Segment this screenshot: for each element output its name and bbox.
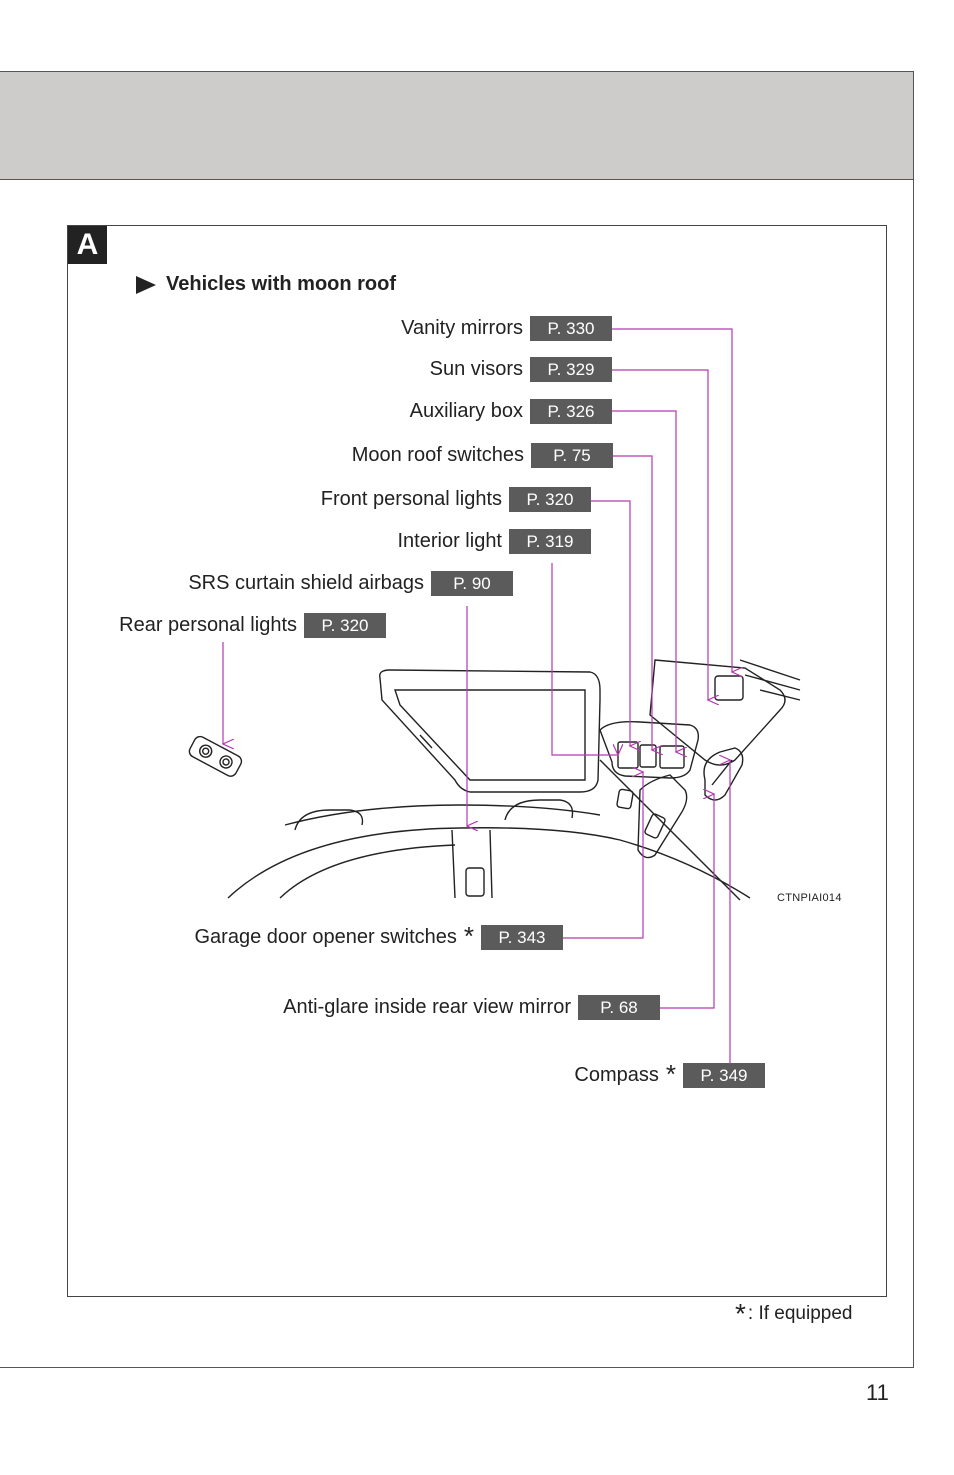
callout-rear-personal-lights: Rear personal lights P. 320 [90, 613, 386, 638]
if-equipped-asterisk: * [665, 1058, 676, 1089]
diagram-code: CTNPIAI014 [777, 892, 842, 904]
callout-label: Moon roof switches [351, 444, 524, 466]
page-ref-link[interactable]: P. 330 [530, 316, 612, 341]
play-triangle-icon [136, 275, 156, 294]
leader-lines [223, 328, 732, 1064]
page-number: 11 [866, 1380, 889, 1405]
page-ref-link[interactable]: P. 343 [481, 925, 563, 950]
illustration-frame [67, 225, 887, 1297]
callout-srs-curtain-shield-airbags: SRS curtain shield airbags P. 90 [120, 571, 513, 596]
page-ref-link[interactable]: P. 320 [509, 487, 591, 512]
callout-compass: Compass * P. 349 [500, 1058, 765, 1089]
callout-label: SRS curtain shield airbags [188, 572, 424, 594]
callout-label: Rear personal lights [119, 614, 297, 636]
vehicle-roof-drawing [188, 659, 801, 901]
page-ref-link[interactable]: P. 329 [530, 357, 612, 382]
callout-label: Interior light [397, 530, 503, 552]
subheading: Vehicles with moon roof [136, 273, 396, 296]
callout-label: Compass [574, 1064, 659, 1086]
if-equipped-asterisk: * [463, 920, 474, 951]
callout-anti-glare-mirror: Anti-glare inside rear view mirror P. 68 [230, 995, 660, 1020]
page-ref-link[interactable]: P. 320 [304, 613, 386, 638]
section-badge: A [68, 226, 107, 264]
chapter-header-band [0, 71, 914, 180]
page-border-bottom [0, 1367, 914, 1368]
footnote-text: : If equipped [747, 1303, 853, 1324]
callout-label: Vanity mirrors [401, 317, 523, 339]
page-ref-link[interactable]: P. 349 [683, 1063, 765, 1088]
callout-sun-visors: Sun visors P. 329 [360, 357, 612, 382]
page-ref-link[interactable]: P. 75 [531, 443, 613, 468]
footnote-asterisk: * [735, 1298, 746, 1329]
callout-label: Garage door opener switches [194, 926, 457, 948]
footnote: * : If equipped [735, 1298, 853, 1330]
callout-auxiliary-box: Auxiliary box P. 326 [360, 399, 612, 424]
callout-garage-door-opener-switches: Garage door opener switches * P. 343 [120, 920, 563, 951]
page-ref-link[interactable]: P. 326 [530, 399, 612, 424]
callout-moon-roof-switches: Moon roof switches P. 75 [300, 443, 613, 468]
page-ref-link[interactable]: P. 90 [431, 571, 513, 596]
callout-interior-light: Interior light P. 319 [300, 529, 591, 554]
page-ref-link[interactable]: P. 319 [509, 529, 591, 554]
callout-label: Auxiliary box [409, 400, 523, 422]
callout-label: Anti-glare inside rear view mirror [283, 996, 571, 1018]
page-ref-link[interactable]: P. 68 [578, 995, 660, 1020]
callout-front-personal-lights: Front personal lights P. 320 [260, 487, 591, 512]
subheading-text: Vehicles with moon roof [166, 273, 397, 295]
callout-label: Sun visors [429, 358, 523, 380]
page-border-right [913, 180, 914, 1368]
callout-vanity-mirrors: Vanity mirrors P. 330 [360, 316, 612, 341]
callout-label: Front personal lights [320, 488, 502, 510]
